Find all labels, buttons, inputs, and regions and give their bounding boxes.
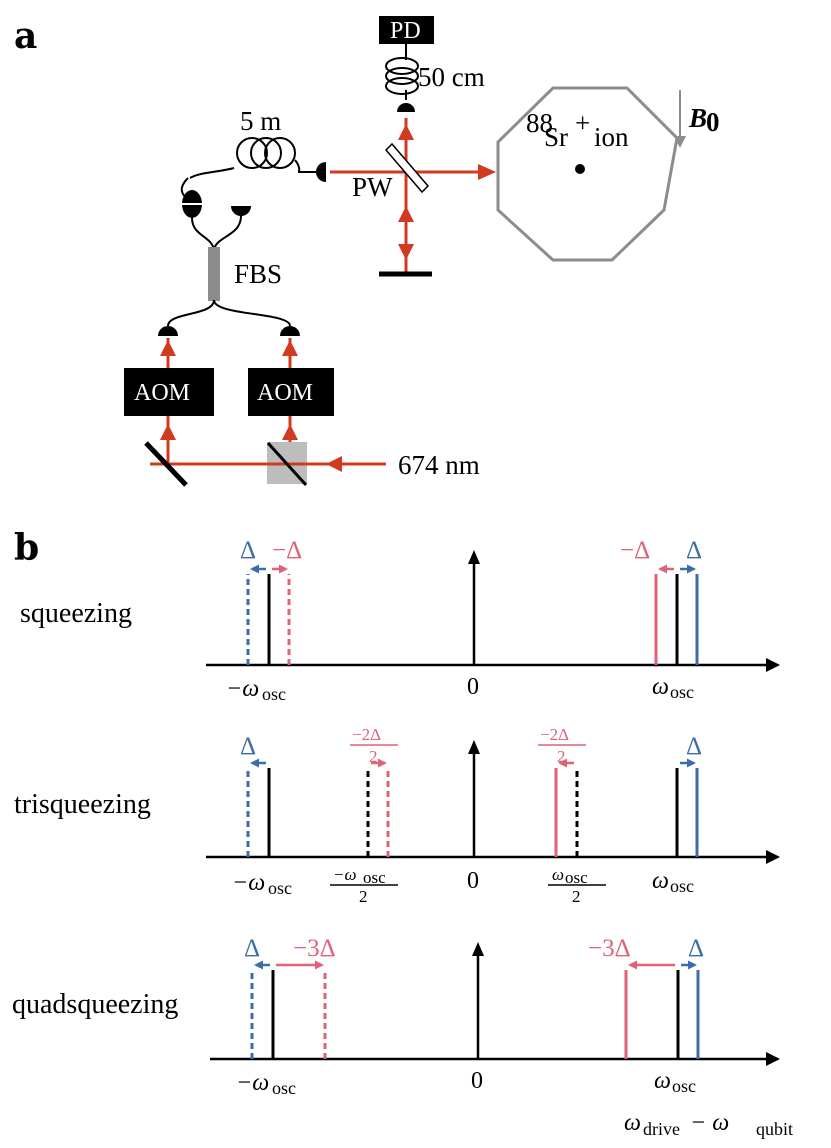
- beam-arrow-down: [398, 244, 414, 260]
- fiber-coupler-out: [316, 162, 326, 182]
- tick-omega-sub-2: osc: [670, 876, 694, 896]
- x-axis-sub-drive: drive: [643, 1119, 680, 1139]
- pickoff-window-label: PW: [352, 172, 393, 202]
- ion-symbol: Sr: [544, 122, 568, 152]
- row-label-squeezing: squeezing: [20, 598, 132, 629]
- aom-label-1: AOM: [134, 380, 190, 406]
- aom-box-1: [124, 368, 214, 416]
- vacuum-chamber: [496, 86, 679, 262]
- beam-arrow-up-top: [398, 124, 414, 140]
- half-right-num-sub: osc: [565, 868, 588, 887]
- ion-word: ion: [594, 122, 629, 152]
- x-axis-omega: ω: [624, 1110, 641, 1136]
- half-right-den: 2: [572, 887, 581, 906]
- panel-a: a PD 50 cm PW: [14, 15, 720, 487]
- delta-blue-right-2: Δ: [686, 733, 702, 760]
- field-label: B: [688, 103, 707, 133]
- mirror-left: [144, 441, 188, 487]
- tick-omega-sub-3: osc: [672, 1076, 696, 1096]
- row-squeezing: squeezing Δ −Δ −Δ Δ −ω osc 0: [20, 537, 780, 704]
- panel-b-label: b: [14, 527, 39, 569]
- row-label-quadsqueezing: quadsqueezing: [12, 989, 178, 1020]
- row-label-trisqueezing: trisqueezing: [14, 789, 151, 820]
- fiber-coil-long: [189, 137, 316, 179]
- beam-arrow-aom2-in: [282, 424, 298, 440]
- fiber-long-label: 5 m: [240, 106, 281, 136]
- coupler-aom-1: [158, 326, 178, 336]
- splitter-label: FBS: [234, 259, 282, 289]
- panel-b: b squeezing Δ −Δ −Δ Δ −ω: [12, 527, 793, 1139]
- tick-zero-3: 0: [471, 1068, 483, 1094]
- fiber-short-label: 50 cm: [418, 62, 485, 92]
- axis-arrow-trisqueezing: [766, 850, 780, 864]
- tick-zero-1: 0: [467, 674, 479, 700]
- axis-arrow-squeezing: [766, 658, 780, 672]
- carrier-arrow-quadsqueezing: [472, 942, 484, 956]
- frac-num-midleft-2: −2Δ: [352, 725, 381, 744]
- delta-pink-left-1: −Δ: [272, 537, 302, 564]
- tick-neg-omega-2: −ω: [232, 870, 265, 896]
- beam-arrow-to-ion: [478, 164, 496, 180]
- tick-neg-omega-sub-2: osc: [268, 878, 292, 898]
- photodiode-label: PD: [390, 18, 421, 44]
- input-beam-arrow: [326, 456, 342, 472]
- tick-omega-sub-1: osc: [670, 682, 694, 702]
- x-axis-minus-omega: − ω: [690, 1110, 729, 1136]
- frac-den-midright-2: 2: [557, 747, 566, 766]
- ion-charge: +: [575, 108, 590, 138]
- delta-pink-right-1: −Δ: [620, 537, 650, 564]
- tick-zero-2: 0: [467, 868, 479, 894]
- x-axis-sub-qubit: qubit: [756, 1119, 793, 1139]
- frac-den-midleft-2: 2: [369, 747, 378, 766]
- half-left-num: −ω: [333, 865, 356, 884]
- delta-blue-right-1: Δ: [686, 537, 702, 564]
- carrier-arrow-squeezing: [468, 550, 480, 564]
- delta-pink-left-3: −3Δ: [293, 935, 336, 962]
- delta-pink-right-3: −3Δ: [588, 935, 631, 962]
- delta-blue-left-2: Δ: [240, 733, 256, 760]
- beam-arrow-aom1-in: [160, 424, 176, 440]
- tick-neg-omega-3: −ω: [236, 1070, 269, 1096]
- fiber-coil-short: [385, 44, 419, 100]
- aom-label-2: AOM: [257, 380, 313, 406]
- splitter-surface: [266, 441, 308, 487]
- field-arrowhead: [674, 136, 686, 148]
- delta-blue-left-3: Δ: [244, 935, 260, 962]
- fiber-coupler-pd: [397, 103, 415, 112]
- beam-arrow-aom2-out: [282, 340, 298, 356]
- frac-num-midright-2: −2Δ: [540, 725, 569, 744]
- pickoff-window: [384, 142, 430, 194]
- wavelength-label: 674 nm: [398, 450, 480, 480]
- half-left-den: 2: [359, 887, 368, 906]
- fiber-splitter: [167, 177, 291, 327]
- row-trisqueezing: trisqueezing Δ −2Δ 2 −2Δ 2: [14, 725, 780, 906]
- tick-neg-omega-1: −ω: [226, 676, 259, 702]
- tick-omega-2: ω: [652, 868, 669, 894]
- half-right-num: ω: [552, 865, 564, 884]
- beam-arrow-aom1-out: [160, 340, 176, 356]
- tick-omega-3: ω: [654, 1068, 671, 1094]
- coupler-aom-2: [280, 326, 300, 336]
- beam-arrow-up-mid: [398, 206, 414, 222]
- axis-arrow-quadsqueezing: [766, 1052, 780, 1066]
- tick-neg-omega-sub-1: osc: [262, 684, 286, 704]
- aom-box-2: [248, 368, 334, 416]
- tick-neg-omega-sub-3: osc: [272, 1078, 296, 1098]
- tick-omega-1: ω: [652, 674, 669, 700]
- ion-mass: 88: [526, 108, 553, 138]
- delta-blue-right-3: Δ: [688, 935, 704, 962]
- carrier-arrow-trisqueezing: [468, 740, 480, 754]
- field-sub: 0: [706, 107, 720, 137]
- half-left-num-sub: osc: [363, 868, 386, 887]
- row-quadsqueezing: quadsqueezing Δ −3Δ −3Δ Δ −ω osc 0: [12, 935, 793, 1139]
- panel-a-label: a: [14, 15, 37, 57]
- ion-dot: [575, 164, 585, 174]
- delta-blue-left-1: Δ: [240, 537, 256, 564]
- photodiode-box: [379, 16, 434, 44]
